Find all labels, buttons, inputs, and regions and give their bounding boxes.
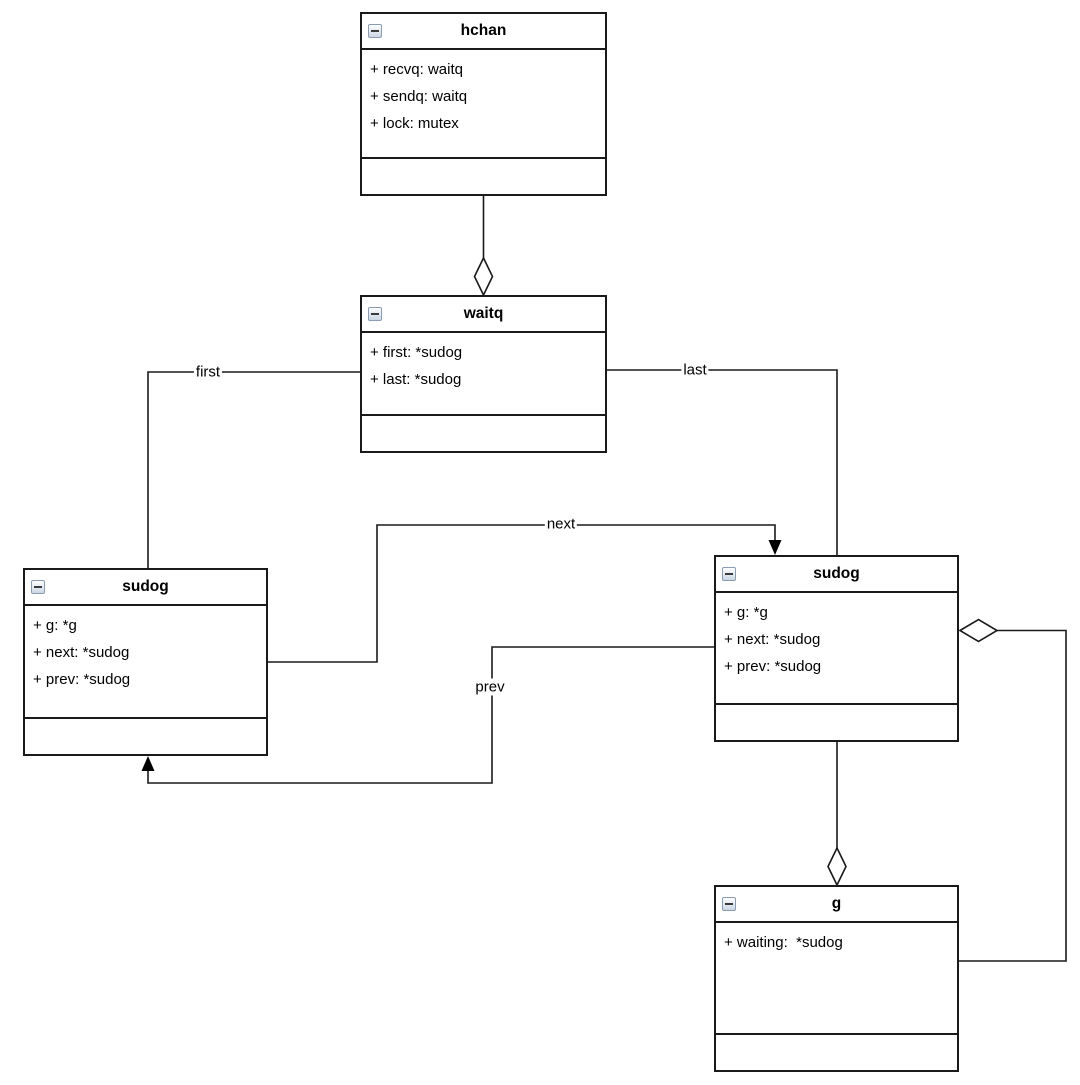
class-box-sudog-right[interactable]: sudog + g: *g + next: *sudog + prev: *su…	[714, 555, 959, 742]
class-title-bar: g	[716, 887, 957, 923]
class-title-bar: sudog	[716, 557, 957, 593]
edge-label-prev[interactable]: prev	[473, 678, 507, 696]
class-box-sudog-left[interactable]: sudog + g: *g + next: *sudog + prev: *su…	[23, 568, 268, 756]
collapse-minus-icon[interactable]	[722, 567, 736, 581]
edge-hchan-waitq[interactable]	[473, 196, 494, 297]
field-prev: + prev: *sudog	[724, 658, 822, 675]
fields-compartment: + first: *sudog + last: *sudog	[362, 333, 605, 414]
edge-waitq-last[interactable]	[607, 369, 838, 555]
collapse-minus-icon[interactable]	[368, 24, 382, 38]
class-title-bar: sudog	[25, 570, 266, 606]
methods-compartment	[362, 414, 605, 451]
class-title: g	[831, 895, 842, 912]
arrow-down-icon	[768, 540, 782, 555]
class-title: hchan	[460, 22, 507, 39]
methods-compartment	[362, 157, 605, 194]
edge-label-last[interactable]: last	[681, 361, 709, 379]
methods-compartment	[716, 1033, 957, 1070]
field-prev: + prev: *sudog	[33, 671, 131, 688]
field-first: + first: *sudog	[370, 344, 463, 361]
fields-compartment: + waiting: *sudog	[716, 923, 957, 1033]
field-recvq: + recvq: waitq	[370, 61, 463, 78]
fields-compartment: + g: *g + next: *sudog + prev: *sudog	[716, 593, 957, 703]
class-title: waitq	[463, 305, 504, 322]
field-next: + next: *sudog	[724, 631, 821, 648]
methods-compartment	[25, 717, 266, 754]
collapse-minus-icon[interactable]	[722, 897, 736, 911]
collapse-minus-icon[interactable]	[368, 307, 382, 321]
edge-next[interactable]	[268, 524, 782, 663]
open-diamond-icon	[958, 618, 999, 643]
edge-sudog-g[interactable]	[827, 742, 847, 887]
arrow-up-icon	[141, 756, 155, 771]
class-title: sudog	[813, 565, 860, 582]
field-sendq: + sendq: waitq	[370, 88, 468, 105]
field-last: + last: *sudog	[370, 371, 462, 388]
collapse-minus-icon[interactable]	[31, 580, 45, 594]
methods-compartment	[716, 703, 957, 740]
class-title-bar: waitq	[362, 297, 605, 333]
field-next: + next: *sudog	[33, 644, 130, 661]
class-box-waitq[interactable]: waitq + first: *sudog + last: *sudog	[360, 295, 607, 453]
fields-compartment: + g: *g + next: *sudog + prev: *sudog	[25, 606, 266, 717]
edge-label-next[interactable]: next	[544, 515, 578, 533]
class-title: sudog	[122, 578, 169, 595]
field-waiting: + waiting: *sudog	[724, 934, 843, 951]
field-g: + g: *g	[33, 617, 77, 634]
class-box-hchan[interactable]: hchan + recvq: waitq + sendq: waitq + lo…	[360, 12, 607, 196]
field-g: + g: *g	[724, 604, 768, 621]
open-diamond-icon	[827, 846, 847, 887]
edge-prev[interactable]	[141, 646, 715, 784]
edge-g-waiting[interactable]	[958, 618, 1067, 962]
class-box-g[interactable]: g + waiting: *sudog	[714, 885, 959, 1072]
fields-compartment: + recvq: waitq + sendq: waitq + lock: mu…	[362, 50, 605, 157]
edge-waitq-first[interactable]	[147, 371, 360, 568]
edge-label-first[interactable]: first	[193, 363, 223, 381]
class-title-bar: hchan	[362, 14, 605, 50]
field-lock: + lock: mutex	[370, 115, 459, 132]
open-diamond-icon	[473, 256, 494, 297]
